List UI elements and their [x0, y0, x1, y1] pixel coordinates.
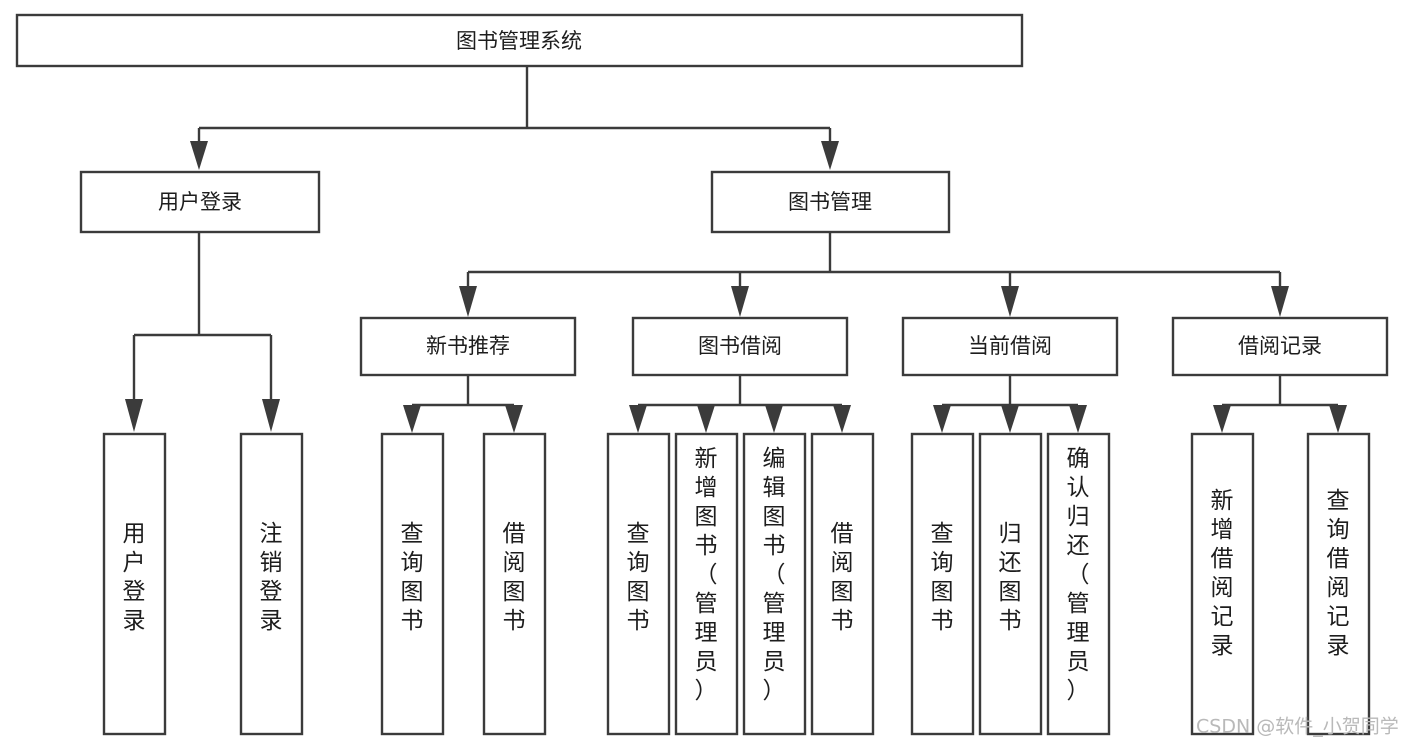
arrow-head-leaf-query-book-2	[629, 405, 647, 433]
node-leaf-query-book-1-label: 查询图书	[401, 521, 424, 634]
node-leaf-confirm-return-box[interactable]	[1046, 432, 1111, 736]
node-user-login-box[interactable]	[79, 170, 321, 234]
node-leaf-query-book-1[interactable]: 查询图书	[380, 432, 445, 736]
node-leaf-query-book-3-box[interactable]	[910, 432, 975, 736]
node-book-borrow-label: 图书借阅	[698, 334, 782, 358]
node-leaf-return-book-box[interactable]	[978, 432, 1043, 736]
node-new-book-recommend-label: 新书推荐	[426, 334, 510, 358]
node-leaf-query-book-3-label: 查询图书	[931, 521, 954, 634]
node-user-login-label: 用户登录	[158, 190, 242, 214]
edge-group-user-login	[125, 232, 280, 432]
edge-group-root	[190, 66, 839, 170]
arrow-head-leaf-query-book-1	[403, 405, 421, 433]
arrow-head-new-book-recommend	[459, 286, 477, 317]
edge-group-new-book-recommend	[403, 375, 523, 433]
node-leaf-query-record-label: 查询借阅记录	[1327, 488, 1350, 659]
node-leaf-return-book-label: 归还图书	[999, 521, 1022, 634]
node-leaf-borrow-book-1-box[interactable]	[482, 432, 547, 736]
node-leaf-user-login[interactable]: 用户登录	[102, 432, 167, 736]
node-borrow-record-box[interactable]	[1171, 316, 1389, 377]
arrow-head-leaf-add-record	[1213, 405, 1231, 433]
node-leaf-query-book-1-box[interactable]	[380, 432, 445, 736]
arrow-head-user-login	[190, 141, 208, 170]
edge-group-borrow-record	[1213, 375, 1347, 433]
node-leaf-return-book[interactable]: 归还图书	[978, 432, 1043, 736]
node-leaf-user-logout-label: 注销登录	[260, 521, 283, 634]
arrow-head-leaf-user-logout	[262, 399, 280, 432]
node-book-manage-box[interactable]	[710, 170, 951, 234]
node-borrow-record[interactable]: 借阅记录	[1171, 316, 1389, 377]
arrow-head-borrow-record	[1271, 286, 1289, 317]
node-leaf-add-book[interactable]: 新增图书（管理员）	[674, 432, 739, 736]
node-root-label: 图书管理系统	[456, 29, 582, 53]
arrow-head-book-borrow	[731, 286, 749, 317]
node-root-box[interactable]	[15, 13, 1024, 68]
node-leaf-add-book-box[interactable]	[674, 432, 739, 736]
node-book-borrow-box[interactable]	[631, 316, 849, 377]
node-leaf-query-book-2-box[interactable]	[606, 432, 671, 736]
arrow-head-leaf-return-book	[1001, 405, 1019, 433]
node-current-borrow-box[interactable]	[901, 316, 1119, 377]
node-leaf-query-record-box[interactable]	[1306, 432, 1371, 736]
node-leaf-edit-book[interactable]: 编辑图书（管理员）	[742, 432, 807, 736]
node-book-manage[interactable]: 图书管理	[710, 170, 951, 234]
arrow-head-leaf-edit-book	[765, 405, 783, 433]
node-leaf-borrow-book-2-box[interactable]	[810, 432, 875, 736]
arrow-head-leaf-borrow-book-2	[833, 405, 851, 433]
node-book-borrow[interactable]: 图书借阅	[631, 316, 849, 377]
edge-group-current-borrow	[933, 375, 1087, 433]
node-leaf-query-book-3[interactable]: 查询图书	[910, 432, 975, 736]
node-leaf-query-book-2-label: 查询图书	[627, 521, 650, 634]
node-leaf-add-record[interactable]: 新增借阅记录	[1190, 432, 1255, 736]
node-leaf-query-record[interactable]: 查询借阅记录	[1306, 432, 1371, 736]
node-leaf-user-logout[interactable]: 注销登录	[239, 432, 304, 736]
node-leaf-add-book-label: 新增图书（管理员）	[695, 446, 718, 704]
node-user-login[interactable]: 用户登录	[79, 170, 321, 234]
node-current-borrow-label: 当前借阅	[968, 334, 1052, 358]
node-new-book-recommend[interactable]: 新书推荐	[359, 316, 577, 377]
node-leaf-add-record-label: 新增借阅记录	[1211, 488, 1234, 659]
node-leaf-user-logout-box[interactable]	[239, 432, 304, 736]
node-leaf-confirm-return-label: 确认归还（管理员）	[1067, 446, 1090, 704]
node-leaf-edit-book-box[interactable]	[742, 432, 807, 736]
node-book-manage-label: 图书管理	[788, 190, 872, 214]
arrow-head-leaf-query-record	[1329, 405, 1347, 433]
csdn-watermark: CSDN @软件_小贺同学	[1196, 716, 1399, 738]
node-leaf-edit-book-label: 编辑图书（管理员）	[763, 446, 786, 704]
node-new-book-recommend-box[interactable]	[359, 316, 577, 377]
arrow-head-current-borrow	[1001, 286, 1019, 317]
node-root[interactable]: 图书管理系统	[15, 13, 1024, 68]
node-borrow-record-label: 借阅记录	[1238, 334, 1322, 358]
node-leaf-borrow-book-2-label: 借阅图书	[831, 521, 854, 634]
node-leaf-borrow-book-1[interactable]: 借阅图书	[482, 432, 547, 736]
arrow-head-leaf-query-book-3	[933, 405, 951, 433]
arrow-head-leaf-confirm-return	[1069, 405, 1087, 433]
arrow-head-leaf-borrow-book-1	[505, 405, 523, 433]
edge-group-book-borrow	[629, 375, 851, 433]
node-leaf-confirm-return[interactable]: 确认归还（管理员）	[1046, 432, 1111, 736]
arrow-head-book-manage	[821, 141, 839, 170]
node-leaf-user-login-box[interactable]	[102, 432, 167, 736]
arrow-head-leaf-add-book	[697, 405, 715, 433]
node-leaf-user-login-label: 用户登录	[123, 521, 146, 634]
node-leaf-borrow-book-2[interactable]: 借阅图书	[810, 432, 875, 736]
node-leaf-add-record-box[interactable]	[1190, 432, 1255, 736]
arrow-head-leaf-user-login	[125, 399, 143, 432]
node-leaf-borrow-book-1-label: 借阅图书	[503, 521, 526, 634]
edge-group-book-manage	[459, 232, 1289, 317]
node-current-borrow[interactable]: 当前借阅	[901, 316, 1119, 377]
node-leaf-query-book-2[interactable]: 查询图书	[606, 432, 671, 736]
